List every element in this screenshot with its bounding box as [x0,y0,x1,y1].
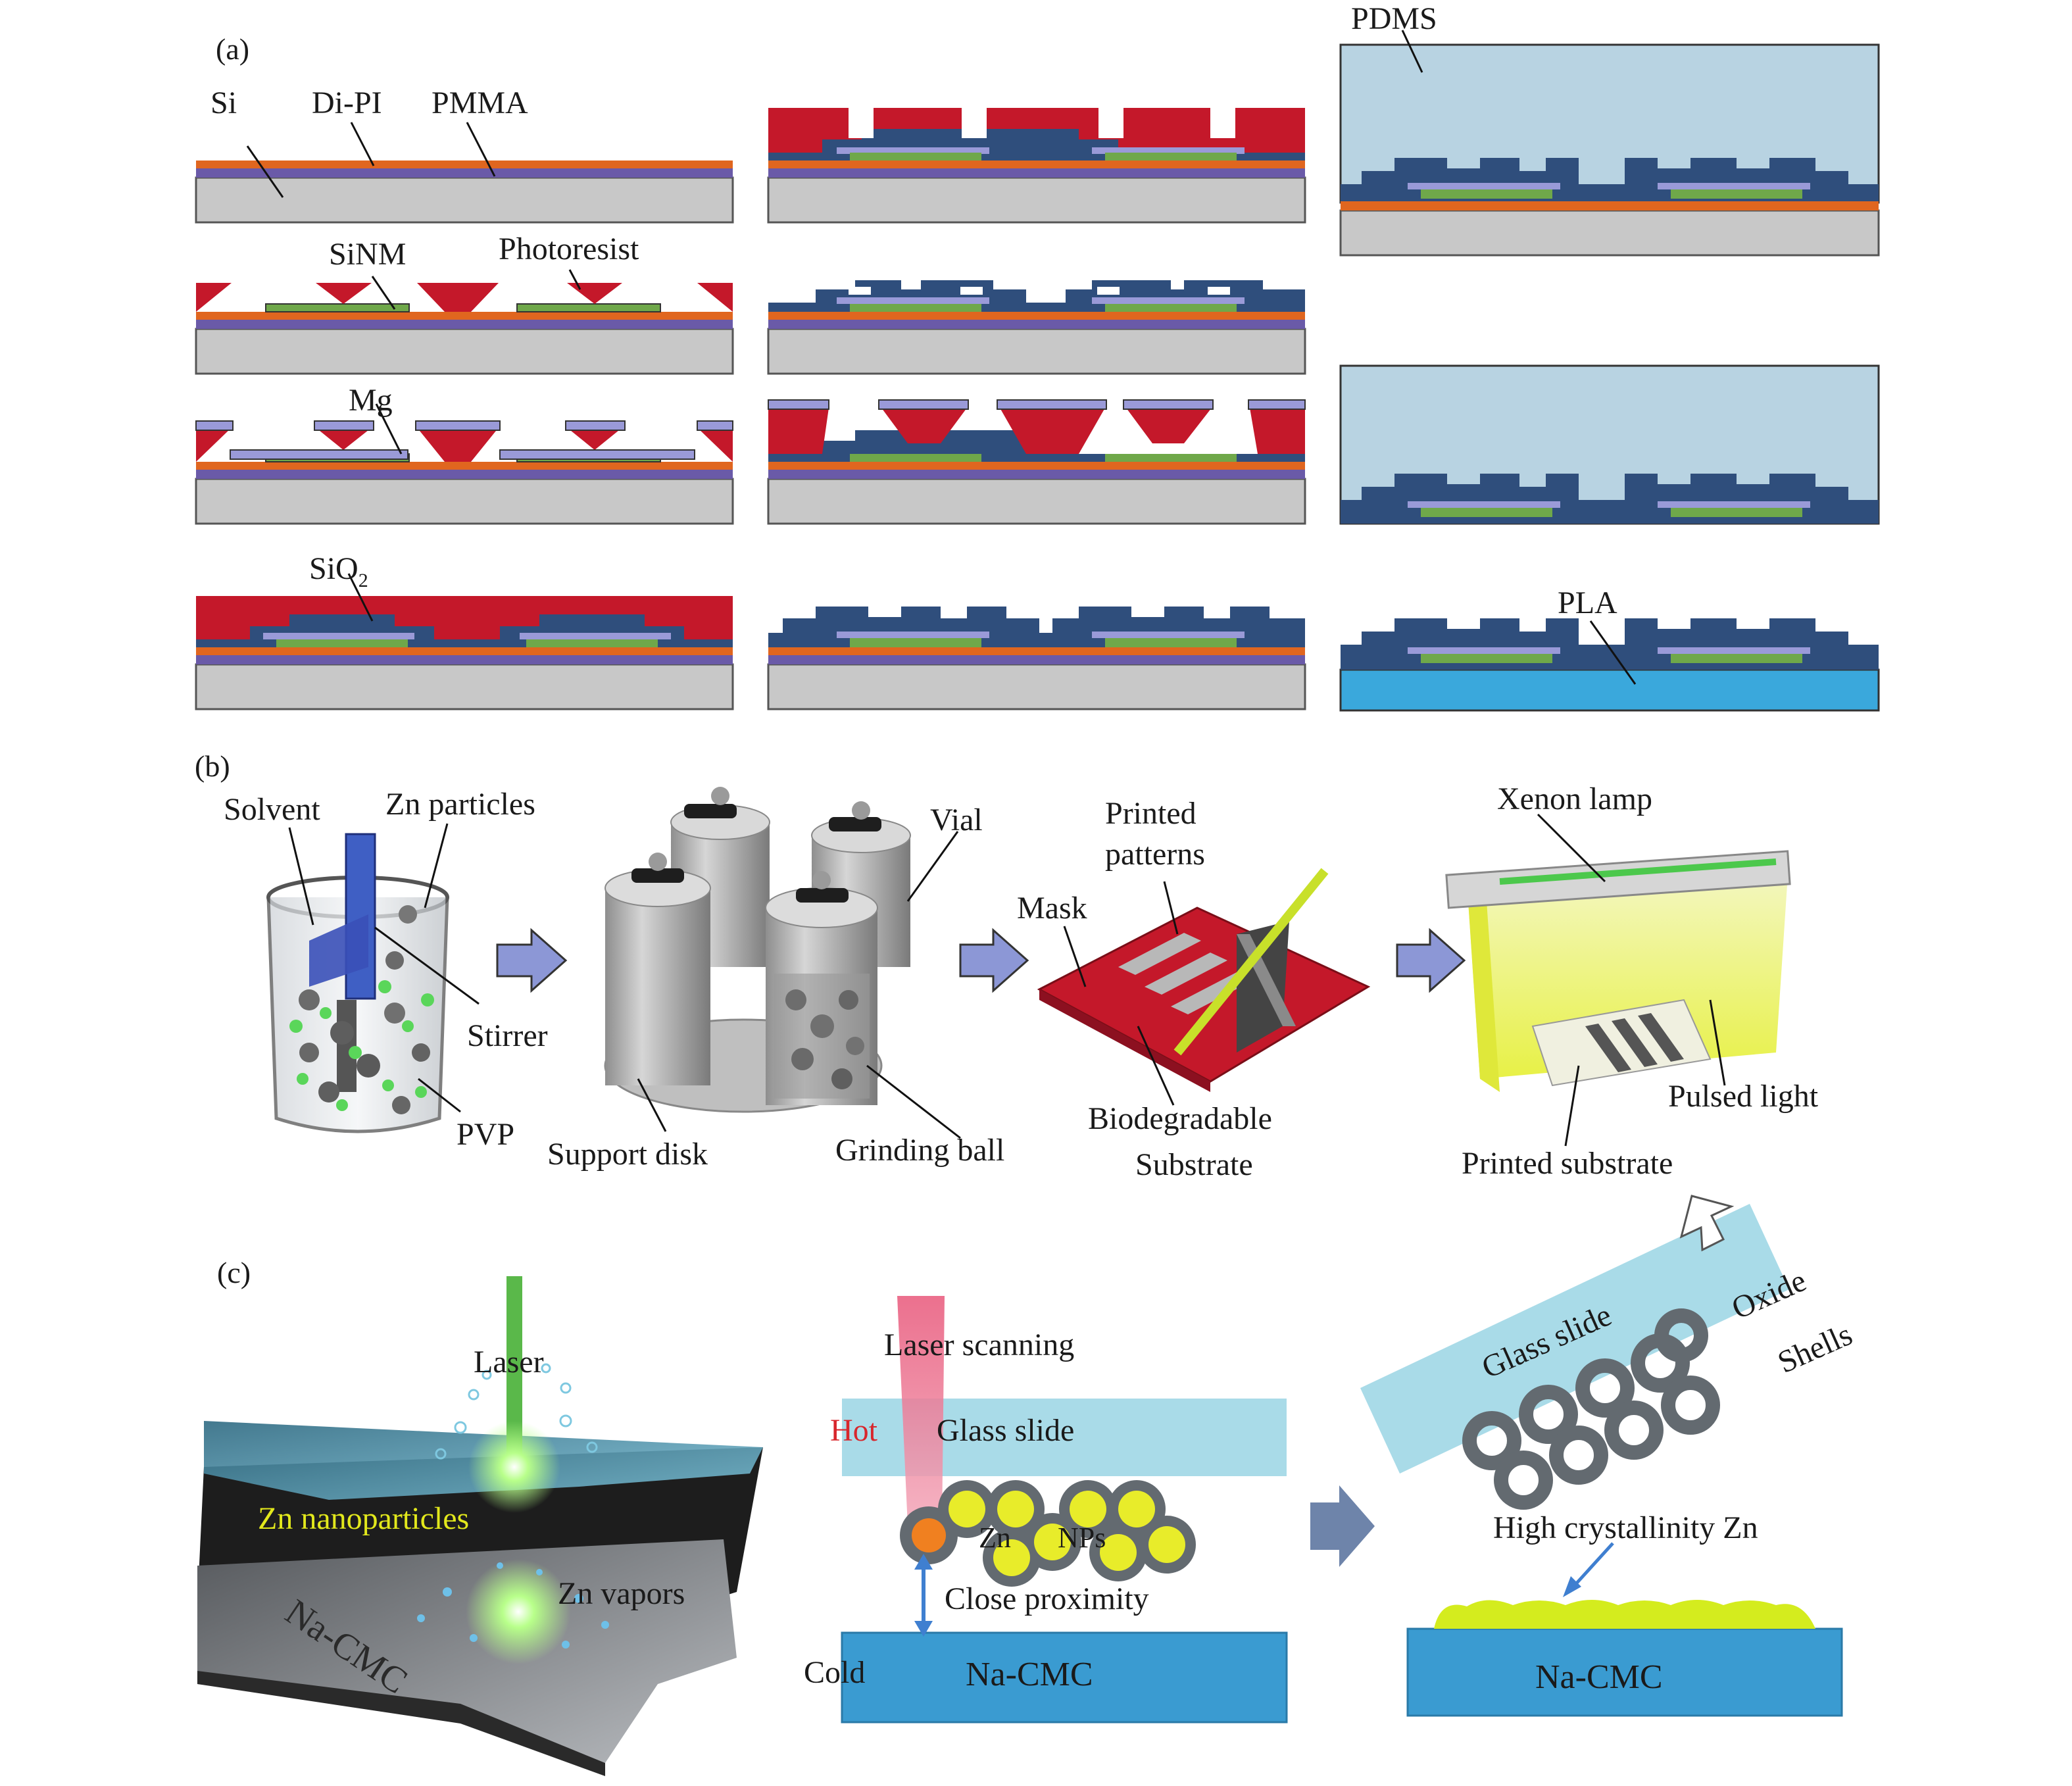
laser-label: Laser [474,1345,544,1379]
b-arrow-3 [1396,928,1466,993]
a-leader-lines [246,30,1637,685]
hot-label: Hot [830,1413,878,1448]
cold-label: Cold [804,1655,865,1690]
pla-label: PLA [1558,585,1617,620]
mg-label: Mg [349,383,393,418]
a-step-5 [767,108,1306,224]
laser-scanning-label: Laser scanning [884,1327,1074,1362]
a-step-7 [767,399,1306,525]
panel-b: (b) [195,749,1819,1182]
printed-patterns-label-2: patterns [1105,837,1205,872]
xenon-lamp-illustration [1445,850,1791,1092]
na-cmc-right-label: Na-CMC [1535,1658,1663,1696]
pvp-label: PVP [456,1117,514,1152]
panel-b-label: (b) [195,749,230,783]
zn-label: Zn [979,1522,1011,1554]
slide-lift-schematic [1360,1195,1843,1717]
high-crystallinity-label: High crystallinity Zn [1493,1510,1758,1545]
pmma-label: PMMA [432,86,528,120]
a-step-4 [195,596,734,710]
printing-illustration [1037,868,1371,1092]
a-step-6 [767,280,1306,375]
pulsed-light-label: Pulsed light [1668,1079,1819,1114]
printed-patterns-label-1: Printed [1105,796,1196,831]
grinding-ball-label: Grinding ball [835,1133,1004,1168]
shells-label: Shells [1773,1317,1858,1380]
photoresist-label: Photoresist [499,232,639,266]
a-step-2 [195,283,734,375]
sintering-schematic [841,1296,1288,1724]
zn-vapors-label: Zn vapors [558,1576,685,1611]
stirrer-label: Stirrer [467,1018,548,1053]
laser-sintering-3d [197,1276,763,1776]
b-arrow-2 [959,928,1029,993]
close-proximity-label: Close proximity [945,1581,1149,1616]
printed-substrate-label: Printed substrate [1462,1146,1673,1181]
b-arrow-1 [496,928,568,993]
pdms-label: PDMS [1351,1,1437,36]
zn-particles-label: Zn particles [385,787,535,822]
si-label: Si [210,86,237,120]
dipi-label: Di-PI [312,86,382,120]
a-step-1 [195,161,734,224]
a-step-8 [767,607,1306,710]
xenon-lamp-label: Xenon lamp [1497,781,1652,816]
nps-label: NPs [1058,1522,1106,1554]
na-cmc-mid-label: Na-CMC [966,1656,1093,1693]
c-arrow [1310,1485,1375,1567]
a-step-3 [195,420,734,525]
glass-slide-mid-label: Glass slide [937,1413,1074,1448]
zn-nanoparticles-label: Zn nanoparticles [258,1501,469,1536]
panel-a-label: (a) [216,32,249,66]
a-step-9 [1339,43,1880,257]
b-leader-lines [288,813,1726,1147]
mask-label: Mask [1017,891,1087,926]
panel-c: (c) Zn nanoparticles Laser Zn vapors [197,1195,1858,1776]
panel-a: (a) [195,1,1880,712]
sinm-label: SiNM [329,237,406,272]
a-step-10 [1339,364,1880,525]
ball-mill-illustration [604,787,911,1113]
beaker-particles [289,905,434,1114]
panel-c-label: (c) [217,1256,251,1289]
a-step-11 [1339,618,1880,712]
support-disk-label: Support disk [547,1137,708,1172]
vial-label: Vial [930,803,983,837]
sio2-label: SiO2 [309,551,368,591]
biodegradable-label: Biodegradable [1088,1101,1272,1136]
solvent-label: Solvent [224,792,320,827]
substrate-label: Substrate [1135,1147,1253,1182]
